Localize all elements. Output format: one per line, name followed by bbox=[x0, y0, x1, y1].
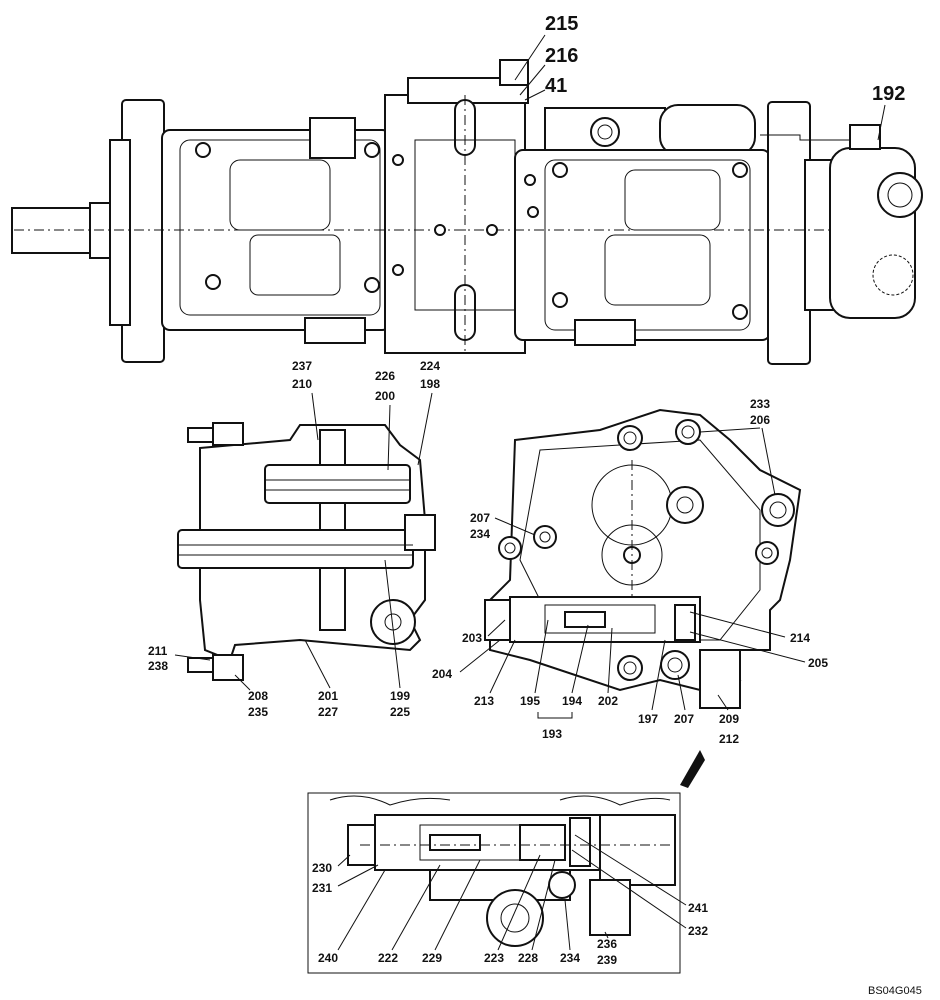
detail-callouts: 230 231 241 232 240 222 229 223 228 234 … bbox=[312, 834, 708, 967]
callout-234-detail: 234 bbox=[560, 951, 580, 965]
callout-225: 225 bbox=[390, 705, 410, 719]
callout-222: 222 bbox=[378, 951, 398, 965]
callout-211: 211 bbox=[148, 644, 168, 658]
callout-228: 228 bbox=[518, 951, 538, 965]
callout-41: 41 bbox=[545, 75, 567, 97]
callout-215: 215 bbox=[545, 13, 578, 35]
callout-233: 233 bbox=[750, 397, 770, 411]
callout-240: 240 bbox=[318, 951, 338, 965]
callout-230: 230 bbox=[312, 861, 332, 875]
callout-229: 229 bbox=[422, 951, 442, 965]
callout-223: 223 bbox=[484, 951, 504, 965]
callout-210: 210 bbox=[292, 377, 312, 391]
callout-193: 193 bbox=[542, 727, 562, 741]
callout-199: 199 bbox=[390, 689, 410, 703]
callout-231: 231 bbox=[312, 881, 332, 895]
regulator-face-view bbox=[484, 408, 802, 709]
callout-235: 235 bbox=[248, 705, 268, 719]
callout-209: 209 bbox=[719, 712, 739, 726]
callout-204: 204 bbox=[432, 667, 452, 681]
drawing-code: BS04G045 bbox=[868, 985, 922, 997]
callout-194: 194 bbox=[562, 694, 582, 708]
callout-216: 216 bbox=[545, 45, 578, 67]
callout-239: 239 bbox=[597, 953, 617, 967]
callout-224: 224 bbox=[420, 359, 440, 373]
callout-227: 227 bbox=[318, 705, 338, 719]
callout-238: 238 bbox=[148, 659, 168, 673]
callout-207-lower: 207 bbox=[674, 712, 694, 726]
housing-bolts bbox=[195, 142, 748, 320]
left-callouts: 237 210 226 200 224 198 211 238 208 235 … bbox=[148, 359, 440, 719]
detail-pointer-arrow bbox=[680, 750, 705, 788]
callout-198: 198 bbox=[420, 377, 440, 391]
callout-212: 212 bbox=[719, 732, 739, 746]
callout-197: 197 bbox=[638, 712, 658, 726]
callout-207-upper: 207 bbox=[470, 511, 490, 525]
callout-234: 234 bbox=[470, 527, 490, 541]
top-callouts: 215 216 41 192 bbox=[514, 13, 905, 141]
callout-200: 200 bbox=[375, 389, 395, 403]
callout-206: 206 bbox=[750, 413, 770, 427]
right-callouts: 233 206 207 234 203 214 204 205 213 195 … bbox=[432, 397, 828, 746]
callout-208: 208 bbox=[248, 689, 268, 703]
callout-195: 195 bbox=[520, 694, 540, 708]
callout-192: 192 bbox=[872, 83, 905, 105]
pump-assembly-side-view bbox=[11, 59, 923, 365]
callout-241: 241 bbox=[688, 901, 708, 915]
callout-232: 232 bbox=[688, 924, 708, 938]
detail-inset bbox=[307, 792, 681, 974]
callout-226: 226 bbox=[375, 369, 395, 383]
callout-203: 203 bbox=[462, 631, 482, 645]
callout-236: 236 bbox=[597, 937, 617, 951]
callout-201: 201 bbox=[318, 689, 338, 703]
gear-pump-section-view bbox=[177, 422, 436, 681]
callout-214: 214 bbox=[790, 631, 810, 645]
callout-213: 213 bbox=[474, 694, 494, 708]
callout-237: 237 bbox=[292, 359, 312, 373]
callout-205: 205 bbox=[808, 656, 828, 670]
callout-202: 202 bbox=[598, 694, 618, 708]
